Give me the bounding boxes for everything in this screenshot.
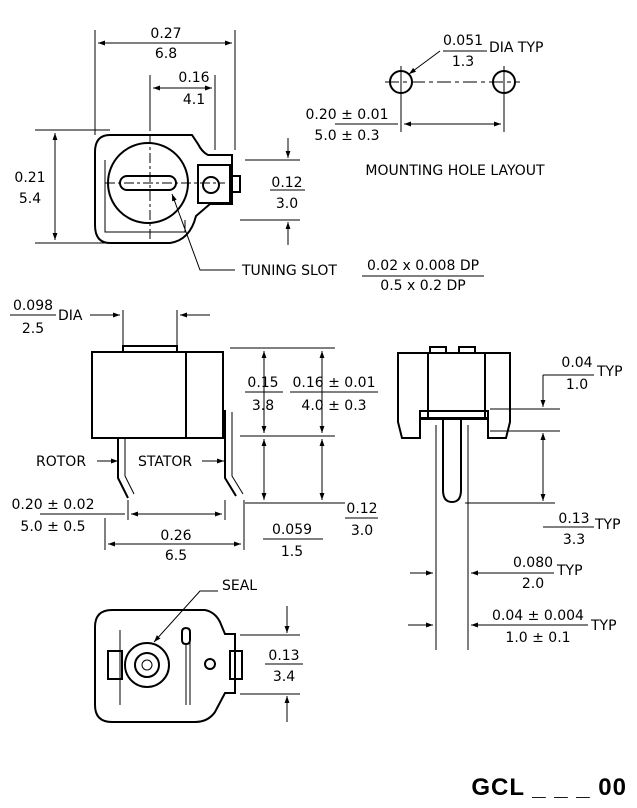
top-inner-outline: [104, 160, 186, 233]
lead-in: 0.12: [346, 501, 377, 517]
mounting-hole-labels: 0.051 DIA TYP 1.3 0.20 ± 0.01 5.0 ± 0.3 …: [306, 33, 545, 179]
end-lead-base: [419, 410, 489, 420]
offset-in: 0.059: [272, 522, 312, 538]
shaft-top: [122, 345, 178, 353]
end-w-in: 0.080: [513, 555, 553, 571]
top-height-in: 0.21: [14, 170, 45, 186]
stator-lead: [224, 410, 237, 497]
top-view: [94, 115, 241, 244]
rotor-lead-inner: [124, 438, 135, 495]
end-t1-mm: 1.0: [566, 377, 588, 393]
side-dimensions: [40, 310, 378, 550]
tuning-slot-mm: 0.5 x 0.2 DP: [380, 278, 465, 294]
end-view: [397, 346, 511, 650]
side-labels: 0.098 DIA 2.5 0.15 3.8 0.16 ± 0.01 4.0 ±…: [10, 298, 378, 564]
stator-label: STATOR: [138, 454, 192, 470]
hole-spacing-mm: 5.0 ± 0.3: [314, 128, 379, 144]
end-w-mm: 2.0: [522, 576, 544, 592]
side-view: [91, 345, 244, 499]
top-body-outline: [94, 134, 233, 244]
total-h-in: 0.16 ± 0.01: [293, 375, 376, 391]
mounting-hole-layout: [335, 50, 520, 132]
top-height-mm: 5.4: [19, 191, 41, 207]
tuning-slot-in: 0.02 x 0.008 DP: [367, 258, 479, 274]
bottom-hole: [204, 658, 216, 670]
end-t1-in: 0.04: [561, 355, 592, 371]
mounting-hole-caption: MOUNTING HOLE LAYOUT: [365, 163, 545, 179]
bottom-body-outline: [94, 609, 236, 723]
seal-outer: [124, 642, 170, 688]
end-labels: 0.04 TYP 1.0 0.13 TYP 3.3 0.080 TYP 2.0 …: [492, 355, 622, 646]
stator-tab: [197, 164, 231, 204]
hole-dia-in: 0.051: [443, 33, 483, 49]
shaft-dia-mm: 2.5: [22, 321, 44, 337]
stator-hole: [202, 176, 220, 194]
offset-mm: 1.5: [281, 544, 303, 560]
span-mm: 6.5: [165, 548, 187, 564]
end-lead-in: 0.04 ± 0.004: [492, 608, 584, 624]
body-h-in: 0.15: [247, 375, 278, 391]
end-lead-mm: 1.0 ± 0.1: [505, 630, 570, 646]
bottom-slot: [181, 626, 191, 646]
bottom-dimensions: [153, 590, 303, 722]
hole-dia-mm: 1.3: [452, 54, 474, 70]
lead-mm: 3.0: [351, 523, 373, 539]
end-t2-mm: 3.3: [563, 532, 585, 548]
end-w-typ: TYP: [556, 563, 583, 579]
rotor-lead: [117, 438, 129, 499]
end-lead: [442, 419, 462, 504]
bottom-view: [94, 609, 243, 723]
stator-lead-inner: [231, 412, 244, 495]
top-labels: 0.27 6.8 0.16 4.1 0.21 5.4 0.12 3.0 TUNI…: [14, 26, 479, 294]
seal-label: SEAL: [222, 578, 257, 594]
total-h-mm: 4.0 ± 0.3: [301, 398, 366, 414]
top-pin-in: 0.12: [271, 175, 302, 191]
end-t2-in: 0.13: [558, 511, 589, 527]
end-t1-typ: TYP: [596, 364, 623, 380]
top-pin-mm: 3.0: [276, 196, 298, 212]
end-t2-typ: TYP: [594, 517, 621, 533]
part-number-title: GCL _ _ _ 00: [471, 774, 627, 801]
top-inner-in: 0.16: [178, 70, 209, 86]
top-inner-mm: 4.1: [183, 92, 205, 108]
hole-dia-typ: DIA TYP: [489, 40, 543, 56]
body-h-mm: 3.8: [252, 398, 274, 414]
top-width-in: 0.27: [150, 26, 181, 42]
tuning-slot-label: TUNING SLOT: [241, 263, 337, 279]
side-body: [91, 351, 224, 439]
end-lead-typ: TYP: [590, 618, 617, 634]
end-body-outline: [397, 352, 511, 439]
bottom-labels: SEAL 0.13 3.4: [222, 578, 300, 685]
end-dimensions: [408, 374, 594, 628]
rotor-label: ROTOR: [36, 454, 86, 470]
seal-inner: [141, 659, 153, 671]
span-in: 0.26: [160, 528, 191, 544]
hole-spacing-in: 0.20 ± 0.01: [306, 107, 389, 123]
pitch-mm: 5.0 ± 0.5: [20, 519, 85, 535]
shaft-dia-in: 0.098: [13, 298, 53, 314]
seal-mid: [134, 652, 160, 678]
top-width-mm: 6.8: [155, 46, 177, 62]
top-dimensions: [35, 30, 484, 277]
bottom-h-mm: 3.4: [273, 669, 295, 685]
shaft-dia-label: DIA: [58, 308, 83, 324]
pitch-in: 0.20 ± 0.02: [12, 497, 95, 513]
bottom-h-in: 0.13: [268, 648, 299, 664]
